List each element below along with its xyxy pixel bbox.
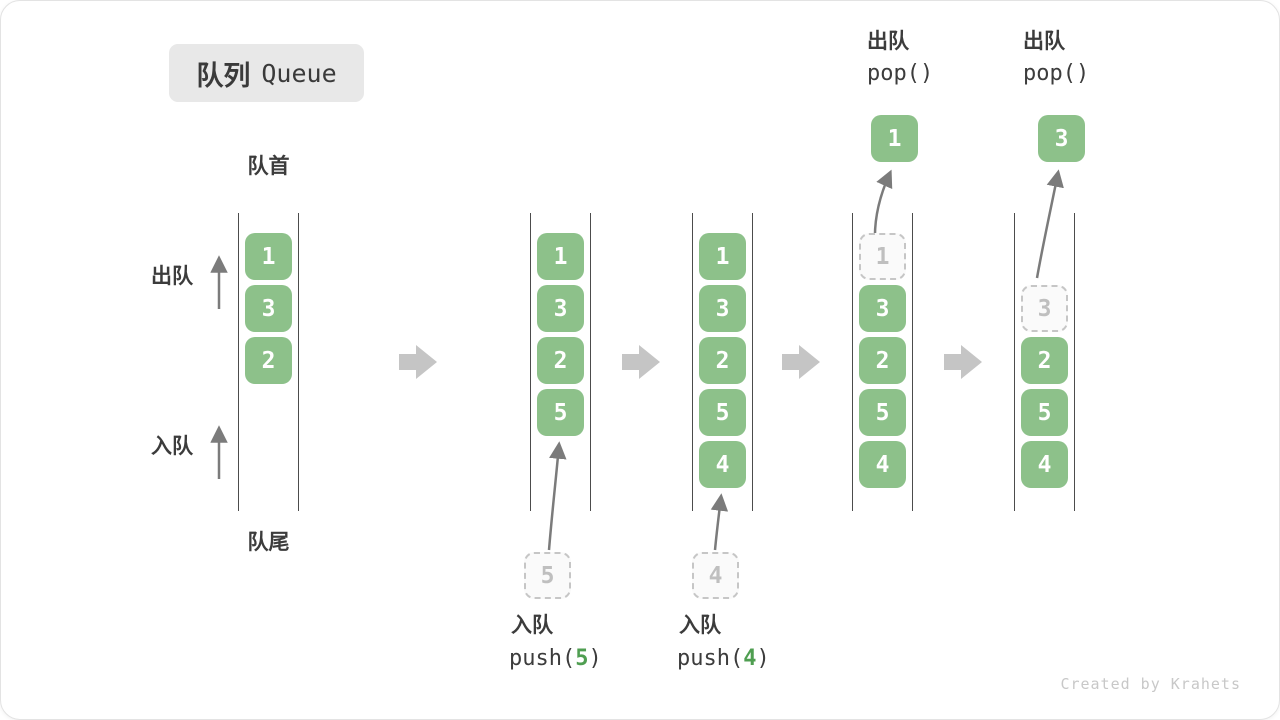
queue-cell-removed: 3 (1021, 285, 1068, 332)
queue-cell: 1 (699, 233, 746, 280)
op-pop-1-zh: 出队 (867, 29, 909, 53)
queue-cell: 5 (699, 389, 746, 436)
queue-container-state-4 (852, 213, 913, 511)
queue-cell: 2 (699, 337, 746, 384)
queue-cell: 3 (537, 285, 584, 332)
op-pop-1: 出队 pop() (867, 29, 934, 87)
op-push-4-code: push(4) (677, 646, 770, 672)
label-dequeue-side: 出队 (151, 264, 193, 288)
queue-cell-removed: 1 (859, 233, 906, 280)
op-push-5-code: push(5) (509, 646, 602, 672)
op-pop-2: 出队 pop() (1023, 29, 1090, 87)
queue-cell: 5 (1021, 389, 1068, 436)
queue-cell: 5 (859, 389, 906, 436)
queue-cell: 2 (537, 337, 584, 384)
op-pop-2-zh: 出队 (1023, 29, 1065, 53)
op-pop-2-code: pop() (1023, 61, 1090, 87)
flow-arrow-icon (399, 345, 437, 379)
queue-cell: 2 (245, 337, 292, 384)
label-queue-rear: 队尾 (247, 530, 290, 554)
label-queue-front: 队首 (247, 154, 290, 178)
staged-cell-5: 5 (524, 552, 571, 599)
queue-container-state-1 (238, 213, 299, 511)
flow-arrow-icon (622, 345, 660, 379)
queue-cell: 1 (537, 233, 584, 280)
queue-cell: 4 (699, 441, 746, 488)
op-pop-1-code: pop() (867, 61, 934, 87)
title-zh: 队列 (196, 60, 251, 92)
op-push-4-zh: 入队 (679, 613, 721, 637)
queue-cell: 5 (537, 389, 584, 436)
flow-arrow-icon (944, 345, 982, 379)
title-en: Queue (261, 58, 337, 88)
op-push-4: 入队 push(4) (677, 613, 770, 672)
queue-cell: 2 (1021, 337, 1068, 384)
queue-cell: 1 (245, 233, 292, 280)
queue-cell: 4 (1021, 441, 1068, 488)
op-push-5: 入队 push(5) (509, 613, 602, 672)
watermark: Created by Krahets (1060, 675, 1241, 693)
label-enqueue-side: 入队 (151, 434, 193, 458)
op-push-5-zh: 入队 (511, 613, 553, 637)
title-badge: 队列 Queue (169, 44, 364, 102)
popped-cell-1: 1 (871, 115, 918, 162)
queue-cell: 3 (859, 285, 906, 332)
queue-container-state-2 (530, 213, 591, 511)
queue-container-state-5 (1014, 213, 1075, 511)
queue-cell: 2 (859, 337, 906, 384)
flow-arrow-icon (782, 345, 820, 379)
queue-cell: 3 (245, 285, 292, 332)
popped-cell-3: 3 (1038, 115, 1085, 162)
queue-cell: 4 (859, 441, 906, 488)
staged-cell-4: 4 (692, 552, 739, 599)
queue-cell: 3 (699, 285, 746, 332)
queue-container-state-3 (692, 213, 753, 511)
